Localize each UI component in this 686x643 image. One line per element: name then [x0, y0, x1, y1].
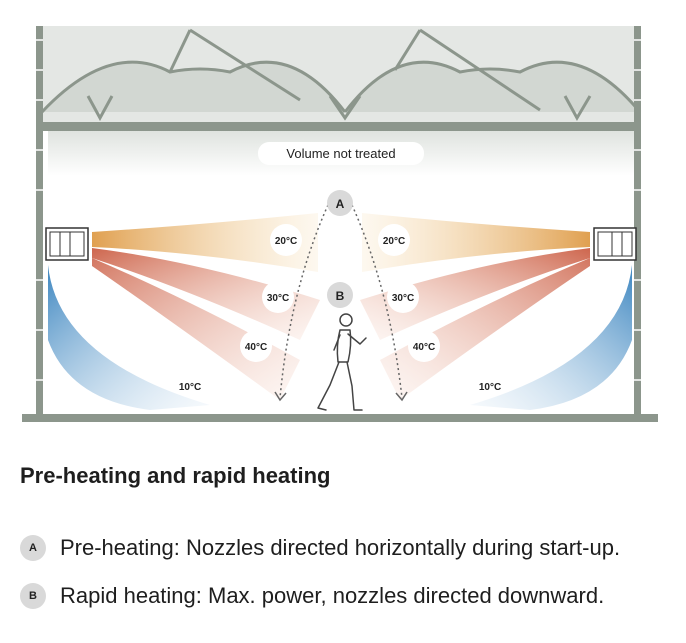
left-cool-flow	[48, 265, 210, 410]
marker-a-circle	[327, 190, 353, 216]
temp-bubble-left-40	[240, 330, 272, 362]
right-arrow-head	[395, 391, 408, 402]
right-flow-40	[380, 258, 590, 400]
floor	[22, 414, 658, 422]
roof-strut-left	[168, 29, 192, 73]
temp-right-40: 40°C	[413, 342, 435, 353]
left-arrow-head	[274, 391, 287, 402]
temp-bubble-right-40	[408, 330, 440, 362]
marker-a-label: A	[336, 197, 345, 211]
legend-text-a: Pre-heating: Nozzles directed horizontal…	[60, 535, 621, 560]
left-flow-30	[92, 248, 320, 340]
gutter-right	[563, 95, 592, 122]
temp-right-20: 20°C	[383, 236, 405, 247]
marker-b-label: B	[336, 289, 345, 303]
temp-bubble-right-20	[378, 224, 410, 256]
legend-badge-a: A	[20, 535, 46, 561]
marker-b-circle	[327, 282, 353, 308]
heating-diagram: Volume not treated A	[22, 26, 658, 422]
roof-arch-left	[40, 60, 347, 114]
left-heater	[45, 227, 89, 261]
right-flow-20	[362, 213, 590, 272]
roof-beam	[42, 122, 640, 131]
right-flow-30	[360, 248, 590, 340]
roof-strut-right	[419, 28, 541, 112]
right-cool-flow	[470, 265, 632, 410]
legend-title: Pre-heating and rapid heating	[20, 463, 331, 488]
temp-right-30: 30°C	[392, 293, 414, 304]
legend-text-b: Rapid heating: Max. power, nozzles direc…	[60, 583, 605, 608]
volume-label: Volume not treated	[286, 146, 395, 161]
temp-right-10: 10°C	[479, 382, 501, 393]
gutter-center	[328, 95, 362, 121]
temp-left-20: 20°C	[275, 236, 297, 247]
legend-item-a: A Pre-heating: Nozzles directed horizont…	[20, 535, 620, 561]
temp-left-30: 30°C	[267, 293, 289, 304]
roof-strut-right-2	[393, 29, 422, 71]
legend-badge-b: B	[20, 583, 46, 609]
right-heater	[593, 227, 637, 261]
right-dotted-arrow	[351, 204, 403, 399]
gutter-left	[86, 95, 114, 122]
temp-left-40: 40°C	[245, 342, 267, 353]
roof-strut-left-2	[189, 28, 301, 102]
left-column	[36, 26, 43, 418]
temp-bubble-right-30	[387, 281, 419, 313]
volume-label-box	[258, 142, 424, 165]
temp-left-10: 10°C	[179, 382, 201, 393]
person-figure	[317, 313, 367, 411]
legend-item-b: B Rapid heating: Max. power, nozzles dir…	[20, 583, 604, 609]
right-column	[634, 26, 641, 418]
temp-bubble-left-30	[262, 281, 294, 313]
left-flow-40	[92, 258, 300, 400]
temp-bubble-left-20	[270, 224, 302, 256]
left-dotted-arrow	[279, 204, 329, 399]
left-flow-20	[92, 213, 318, 272]
column-ticks	[36, 39, 641, 381]
